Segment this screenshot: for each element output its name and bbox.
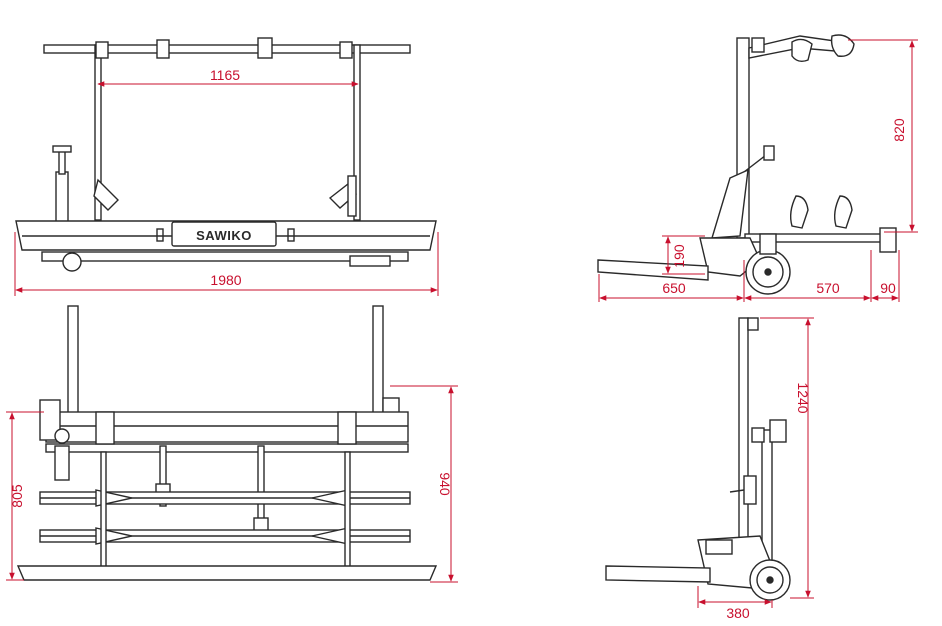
dim-label-90: 90 xyxy=(880,280,896,296)
dimension-top-depth-805 xyxy=(6,411,44,581)
dim-label-1980: 1980 xyxy=(210,272,241,288)
dimension-side-lengths xyxy=(598,250,900,302)
dim-label-190: 190 xyxy=(671,244,687,268)
dim-label-805: 805 xyxy=(9,484,25,508)
dim-label-940: 940 xyxy=(437,472,453,496)
dimension-side-low-height xyxy=(662,235,705,275)
dimension-folded-depth xyxy=(697,586,773,608)
dimension-front-total-width xyxy=(14,232,439,296)
dim-label-1165: 1165 xyxy=(210,67,240,83)
dim-label-380: 380 xyxy=(726,605,750,621)
dimension-folded-height xyxy=(760,317,814,599)
dim-label-1240: 1240 xyxy=(795,382,811,413)
dim-label-820: 820 xyxy=(891,118,907,142)
brand-logo: SAWIKO xyxy=(196,228,252,243)
front-view xyxy=(15,37,437,272)
dimension-side-height xyxy=(848,39,918,233)
top-view xyxy=(16,305,438,581)
dimension-top-depth-940 xyxy=(390,385,458,583)
dim-label-650: 650 xyxy=(662,280,686,296)
dim-label-570: 570 xyxy=(816,280,840,296)
folded-view xyxy=(605,317,791,601)
side-view xyxy=(597,34,897,295)
